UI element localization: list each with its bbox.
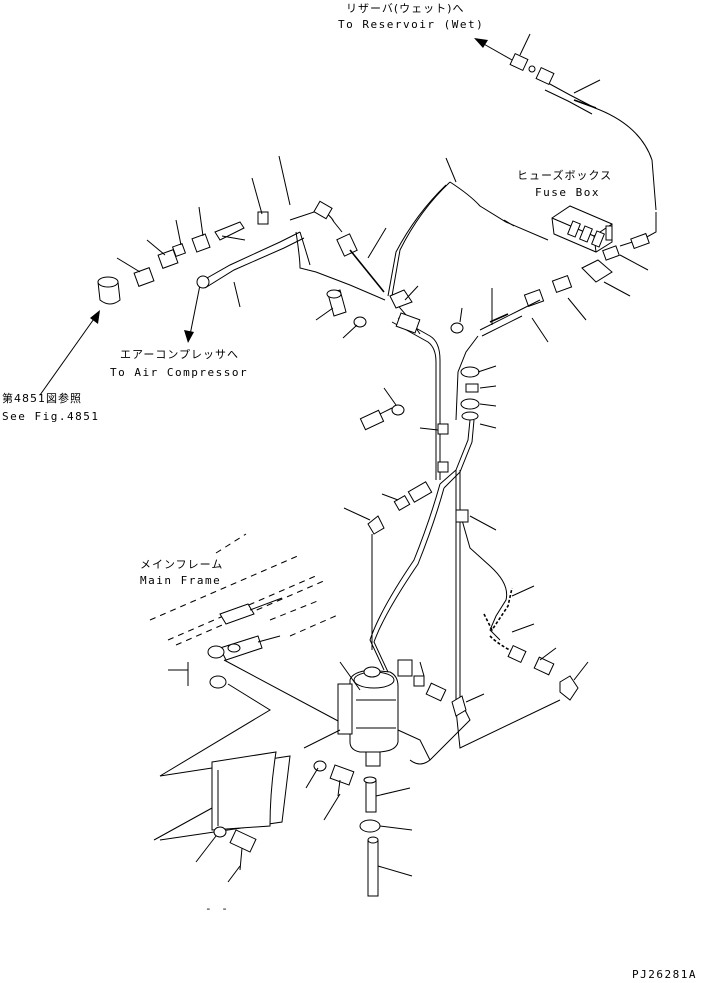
mainframe-label: メインフレーム Main Frame [140, 558, 223, 587]
center-harness [387, 157, 457, 480]
compressor-label: エアーコンプレッサへ To Air Compressor [110, 348, 248, 379]
left-connectors [116, 177, 333, 289]
air-dryer [337, 661, 399, 767]
main-frame [149, 533, 341, 646]
see-fig-label-en: See Fig.4851 [2, 410, 99, 423]
fusebox-label-jp: ヒューズボックス [517, 168, 612, 182]
plug-see-fig [97, 276, 121, 305]
fuse-box [551, 205, 613, 253]
see-fig-label-jp: 第4851図参照 [2, 391, 82, 405]
see-fig-label: 第4851図参照 See Fig.4851 [2, 391, 99, 423]
right-switch-connectors [523, 232, 650, 343]
bolts-left-center [359, 387, 449, 473]
see-fig-arrow [39, 310, 100, 396]
fusebox-label: ヒューズボックス Fuse Box [517, 168, 612, 199]
reservoir-label-en: To Reservoir (Wet) [338, 18, 484, 31]
flex-hose [455, 509, 589, 701]
bottom-bolts [195, 760, 355, 883]
dryer-wiring [303, 659, 561, 765]
drain-pipe [359, 776, 413, 897]
reservoir-connector [509, 52, 555, 86]
mainframe-label-jp: メインフレーム [140, 558, 223, 571]
reservoir-label: リザーバ(ウェット)へ To Reservoir (Wet) [338, 2, 484, 31]
compressor-arrow [184, 284, 201, 343]
drawing-number: PJ26281A [632, 968, 697, 981]
fusebox-label-en: Fuse Box [535, 186, 600, 199]
right-sensor [450, 288, 541, 421]
reservoir-label-jp: リザーバ(ウェット)へ [346, 2, 464, 15]
frame-brackets [159, 597, 341, 777]
guard-plate [153, 751, 291, 841]
reservoir-wiring [519, 33, 657, 211]
clamps-stack [439, 365, 497, 489]
mainframe-label-en: Main Frame [140, 574, 221, 587]
lower-hoses [343, 470, 461, 700]
sensor-top [315, 227, 387, 339]
compressor-label-jp: エアーコンプレッサへ [120, 348, 239, 361]
compressor-label-en: To Air Compressor [110, 366, 248, 379]
reservoir-arrow [474, 38, 513, 61]
bottom-mark: - - [205, 902, 229, 915]
